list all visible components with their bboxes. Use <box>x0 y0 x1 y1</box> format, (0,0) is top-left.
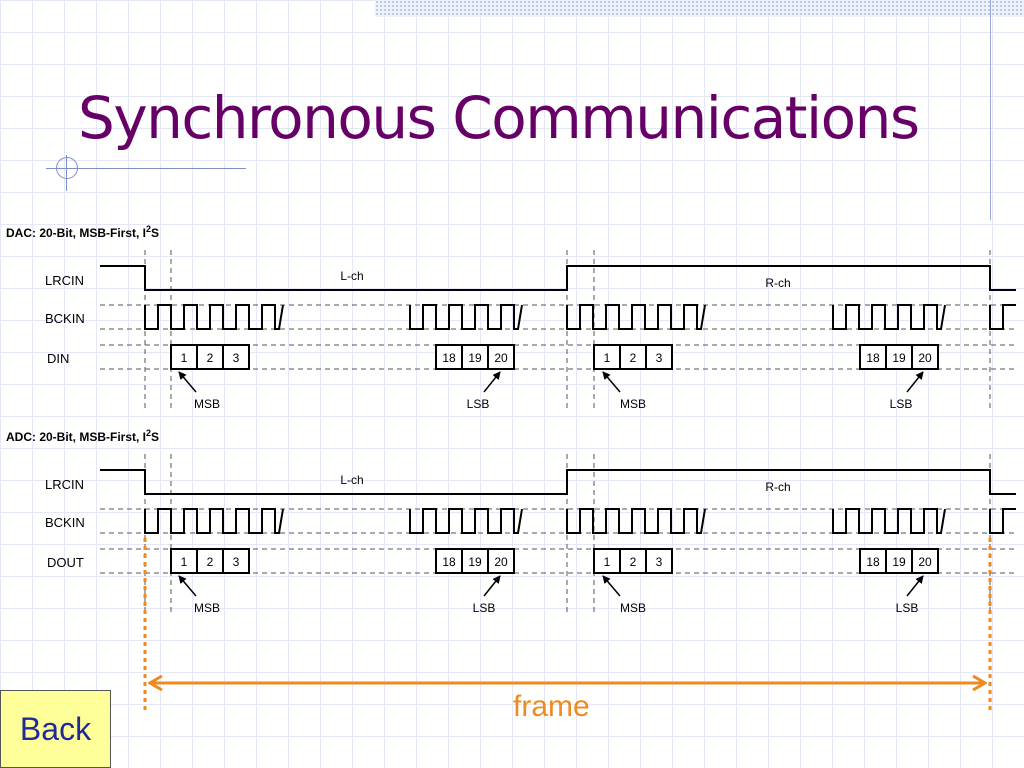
data-bit-label-adc-r-last-1: 19 <box>892 555 906 569</box>
data-bit-label-dac-l-last-0: 18 <box>442 351 456 365</box>
callout-arrow-dac-msb-right <box>602 371 621 393</box>
title-ornament-stem <box>66 155 67 191</box>
data-bit-box-dac-l-last-2 <box>487 344 515 370</box>
bckin-burst-left-end-dac <box>409 304 523 330</box>
data-bit-label-dac-r-first-2: 3 <box>656 351 663 365</box>
data-bit-label-dac-l-first-2: 3 <box>233 351 240 365</box>
callout-label-dac-lsb-right: LSB <box>890 397 913 411</box>
signal-label-data-dac: DIN <box>47 351 69 366</box>
slide-title: Synchronous Communications <box>78 84 920 152</box>
signal-label-bckin-dac: BCKIN <box>45 311 85 326</box>
callout-label-adc-lsb-left: LSB <box>473 601 496 615</box>
data-bit-label-dac-r-first-1: 2 <box>630 351 637 365</box>
bckin-burst-right-start-dac <box>566 304 706 330</box>
title-ornament-circle <box>56 157 78 179</box>
callout-arrow-dac-lsb-left <box>483 371 501 393</box>
data-bit-box-adc-l-last-0 <box>435 548 463 574</box>
data-bit-label-adc-r-first-0: 1 <box>604 555 611 569</box>
data-bit-label-dac-l-first-1: 2 <box>207 351 214 365</box>
data-bit-label-dac-r-last-1: 19 <box>892 351 906 365</box>
callout-arrow-adc-msb-right <box>602 575 621 597</box>
bckin-burst-left-end-adc <box>409 508 523 534</box>
data-bit-box-dac-r-last-0 <box>859 344 887 370</box>
data-bit-box-adc-l-last-2 <box>487 548 515 574</box>
callout-arrow-adc-msb-left <box>178 575 197 597</box>
data-bit-box-adc-r-first-1 <box>619 548 647 574</box>
data-bit-label-dac-r-first-0: 1 <box>604 351 611 365</box>
right-channel-label-dac: R-ch <box>765 276 790 290</box>
data-bit-label-adc-l-first-2: 3 <box>233 555 240 569</box>
bckin-burst-right-end-adc <box>832 508 946 534</box>
callout-arrow-adc-lsb-left <box>483 575 501 597</box>
panel-heading-sup-dac: 2 <box>146 224 151 234</box>
panel-heading-adc: ADC: 20-Bit, MSB-First, I2S <box>6 428 159 444</box>
data-bit-box-dac-r-first-2 <box>645 344 673 370</box>
panel-heading-tail-dac: S <box>151 226 159 240</box>
title-underline <box>46 168 246 169</box>
bckin-burst-left-start-dac <box>144 304 284 330</box>
data-bit-label-adc-r-first-2: 3 <box>656 555 663 569</box>
signal-label-data-adc: DOUT <box>47 555 84 570</box>
panel-heading-sup-adc: 2 <box>146 428 151 438</box>
callout-label-dac-msb-left: MSB <box>194 397 220 411</box>
signal-label-bckin-adc: BCKIN <box>45 515 85 530</box>
bckin-burst-left-start-adc <box>144 508 284 534</box>
data-bit-box-adc-l-first-1 <box>196 548 224 574</box>
left-channel-label-dac: L-ch <box>340 269 363 283</box>
panel-heading-tail-adc: S <box>151 430 159 444</box>
data-bit-label-adc-l-last-1: 19 <box>468 555 482 569</box>
callout-label-dac-lsb-left: LSB <box>467 397 490 411</box>
data-bit-label-adc-l-last-0: 18 <box>442 555 456 569</box>
data-bit-box-adc-r-first-2 <box>645 548 673 574</box>
frame-label: frame <box>513 690 590 723</box>
back-button[interactable]: Back <box>0 690 111 768</box>
signal-label-lrcin-dac: LRCIN <box>45 273 84 288</box>
bckin-burst-right-end-dac <box>832 304 946 330</box>
data-bit-box-dac-l-first-2 <box>222 344 250 370</box>
callout-label-dac-msb-right: MSB <box>620 397 646 411</box>
data-bit-label-dac-l-last-2: 20 <box>494 351 508 365</box>
data-bit-label-dac-r-last-2: 20 <box>918 351 932 365</box>
data-bit-box-dac-r-first-1 <box>619 344 647 370</box>
decorative-vertical-rule <box>990 0 991 220</box>
bckin-burst-next-dac <box>989 304 1016 330</box>
callout-arrow-dac-msb-left <box>178 371 197 393</box>
data-bit-label-adc-l-last-2: 20 <box>494 555 508 569</box>
callout-arrow-adc-lsb-right <box>906 575 924 597</box>
data-bit-box-dac-l-last-1 <box>461 344 489 370</box>
callout-arrow-dac-lsb-right <box>906 371 924 393</box>
lrcin-waveform-dac <box>100 265 1016 291</box>
data-bit-box-adc-r-last-2 <box>911 548 939 574</box>
data-bit-label-dac-l-last-1: 19 <box>468 351 482 365</box>
bckin-burst-right-start-adc <box>566 508 706 534</box>
bckin-burst-next-adc <box>989 508 1016 534</box>
data-bit-label-adc-l-first-0: 1 <box>181 555 188 569</box>
data-bit-box-adc-l-first-0 <box>170 548 198 574</box>
data-bit-label-dac-l-first-0: 1 <box>181 351 188 365</box>
data-bit-label-adc-r-last-2: 20 <box>918 555 932 569</box>
panel-heading-dac: DAC: 20-Bit, MSB-First, I2S <box>6 224 159 240</box>
data-bit-label-adc-r-last-0: 18 <box>866 555 880 569</box>
lrcin-waveform-adc <box>100 469 1016 495</box>
data-bit-box-dac-r-last-1 <box>885 344 913 370</box>
right-channel-label-adc: R-ch <box>765 480 790 494</box>
decorative-header-band <box>375 0 1024 17</box>
data-bit-label-adc-l-first-1: 2 <box>207 555 214 569</box>
left-channel-label-adc: L-ch <box>340 473 363 487</box>
callout-label-adc-msb-left: MSB <box>194 601 220 615</box>
data-bit-box-adc-l-first-2 <box>222 548 250 574</box>
data-bit-label-dac-r-last-0: 18 <box>866 351 880 365</box>
callout-label-adc-msb-right: MSB <box>620 601 646 615</box>
callout-label-adc-lsb-right: LSB <box>896 601 919 615</box>
data-bit-label-adc-r-first-1: 2 <box>630 555 637 569</box>
signal-label-lrcin-adc: LRCIN <box>45 477 84 492</box>
data-bit-box-dac-r-last-2 <box>911 344 939 370</box>
